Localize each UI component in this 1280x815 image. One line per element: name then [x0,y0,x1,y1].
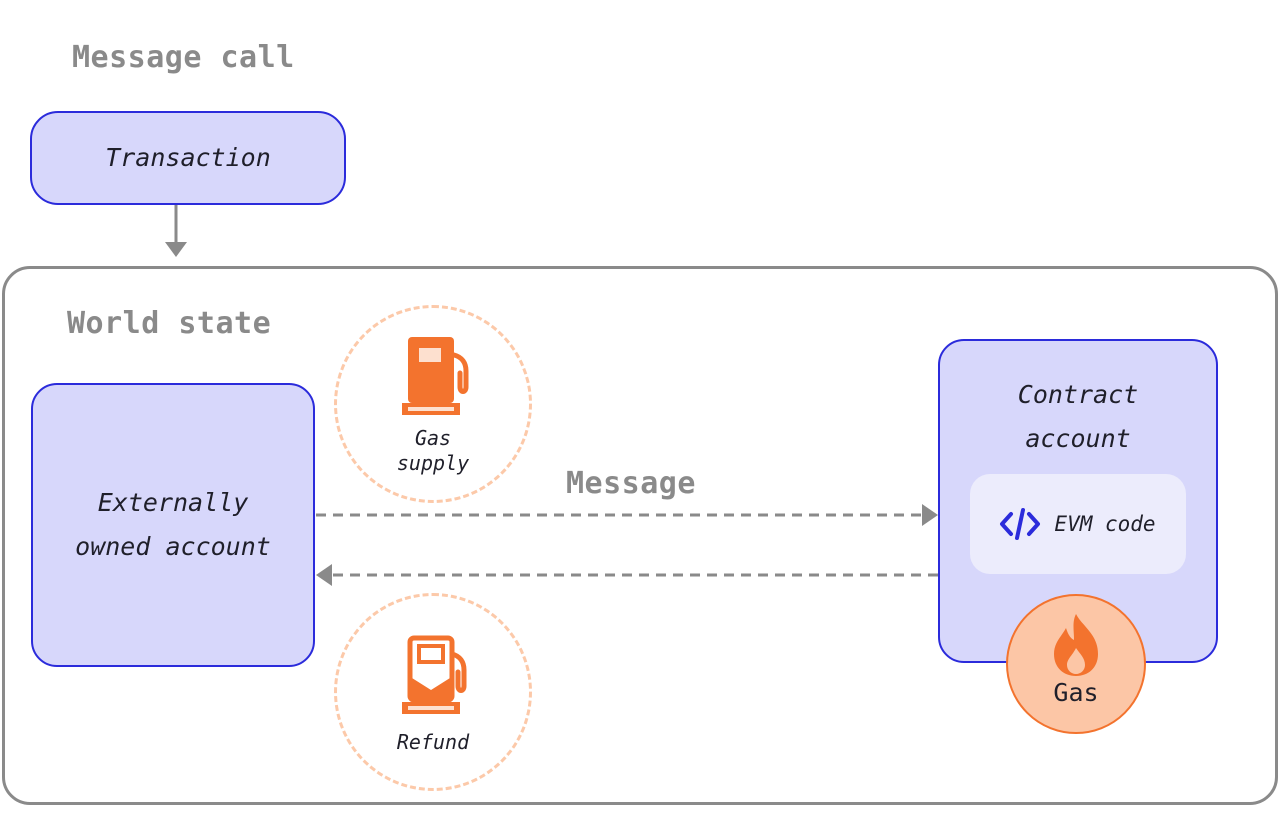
gas-supply-label-line2: supply [396,451,470,475]
gas-label: Gas [1053,678,1099,707]
message-heading: Message [566,466,696,501]
refund-arrow-head [316,564,332,586]
evm-code-card: EVM code [970,474,1186,574]
contract-label-line1: Contract [1017,380,1139,409]
world-state-heading: World state [67,306,272,341]
externally-owned-account-box: Externally owned account [31,383,315,667]
evm-code-label: EVM code [1054,512,1156,536]
gas-pump-refund-icon [402,635,467,714]
eoa-label-line1: Externally [97,488,249,517]
transaction-box: Transaction [30,111,346,205]
gas-supply-label-line1: Gas [414,426,452,450]
refund-label: Refund [396,730,470,754]
gas-pump-icon [402,337,469,415]
eoa-label-line2: owned account [75,532,271,561]
code-brackets-icon [1000,508,1041,540]
message-arrow-head [922,504,938,526]
transaction-label: Transaction [105,143,271,172]
contract-label-line2: account [1025,424,1131,453]
flame-icon [1054,614,1098,676]
message-call-heading: Message call [72,40,295,75]
